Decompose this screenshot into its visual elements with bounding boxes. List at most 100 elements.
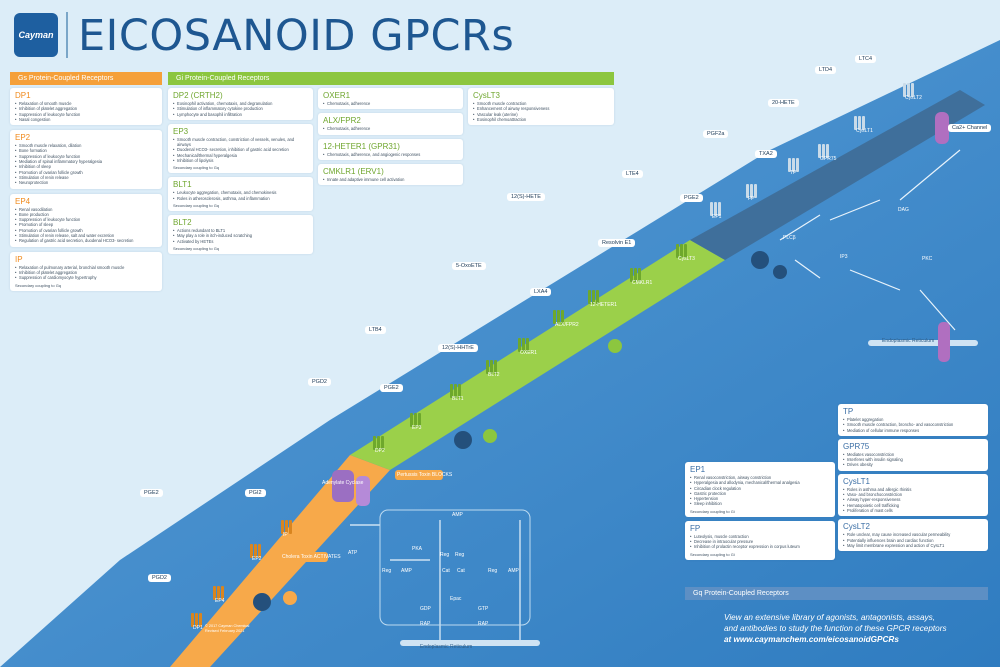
- g-gamma-gs: [283, 591, 297, 605]
- receptor-helix: [199, 613, 202, 627]
- ligand-label: 5-OxoETE: [452, 262, 486, 270]
- receptor-function: Nasal congestion: [15, 117, 157, 123]
- footer-line-2: and antibodies to study the function of …: [724, 624, 947, 633]
- receptor-helix: [381, 436, 384, 450]
- receptor-function: Hypertension: [690, 496, 830, 502]
- receptor-function: Stimulation of renin release, salt and w…: [15, 233, 157, 239]
- footer-link[interactable]: at www.caymanchem.com/eicosanoidGPCRs: [724, 635, 899, 644]
- receptor-helix: [285, 520, 288, 534]
- receptor-helix: [750, 184, 753, 198]
- er-label-right: Endoplasmic Reticulum: [882, 338, 935, 344]
- receptor-helix: [418, 413, 421, 427]
- receptor-helix: [796, 158, 799, 172]
- receptor-function: Inhibition of platelet aggregation: [15, 106, 157, 112]
- receptor-helix: [494, 360, 497, 374]
- receptor-function: Inhibition of prolactin receptor express…: [690, 544, 830, 550]
- ligand-label: PGE2: [380, 384, 403, 392]
- receptor-card: EP1Renal vasoconstriction, airway constr…: [685, 462, 835, 517]
- receptor-function: Inhibition of lipolysis: [173, 158, 308, 164]
- receptor-card-title: CysLT2: [843, 522, 870, 532]
- receptor-card: 12-HETER1 (GPR31)Chemotaxis, adherence, …: [318, 138, 463, 160]
- pka-label: PKA: [412, 546, 423, 552]
- receptor-helix: [526, 338, 529, 352]
- receptor-function: Role unclear, may cause increased vascul…: [843, 532, 983, 538]
- atp-label: ATP: [348, 550, 358, 556]
- receptor-label: OXER1: [520, 350, 537, 356]
- er-channel-glyph: [938, 322, 950, 362]
- receptor-function: Chemotaxis, adherence: [323, 101, 458, 107]
- reg-label-1: Reg: [440, 552, 450, 558]
- signal-arrows: [350, 149, 961, 640]
- adenylate-cyclase-glyph: [332, 470, 354, 502]
- ligand-label: PGE2: [680, 194, 703, 202]
- receptor-card-title: TP: [843, 407, 854, 416]
- receptor-helix: [718, 202, 721, 216]
- receptor-function: Luteolysis, muscle contraction: [690, 534, 830, 540]
- amp-label: AMP: [452, 512, 463, 518]
- g-gamma-gi2: [483, 429, 497, 443]
- g-protein-gi: [454, 431, 472, 449]
- receptor-card: CysLT1Roles in asthma and allergic rhini…: [838, 473, 988, 517]
- receptor-helix: [522, 338, 525, 352]
- ligand-label: 12(S)-HHTrE: [438, 344, 478, 352]
- receptor-function: Promotion of ovarian follicle growth: [15, 228, 157, 234]
- receptor-helix: [289, 520, 292, 534]
- receptor-label: EP3: [412, 425, 422, 431]
- receptor-helix: [373, 436, 376, 450]
- receptor-function: Platelet aggregation: [843, 417, 983, 423]
- receptor-helix: [684, 244, 687, 258]
- receptor-card: CysLT3Smooth muscle contractionEnhanceme…: [468, 88, 614, 126]
- receptor-function: Drives obesity: [843, 462, 983, 468]
- receptor-function: Stimulation of inflammatory cytokine pro…: [173, 106, 308, 112]
- gs-card-list: DP1Relaxation of smooth muscleInhibition…: [10, 88, 162, 296]
- ligand-label: PGD2: [308, 378, 331, 386]
- receptor-helix: [596, 290, 599, 304]
- receptor-label: DP1: [193, 625, 203, 631]
- receptor-function: Regulation of gastric acid secretion, du…: [15, 238, 157, 244]
- receptor-label: ALX/FPR2: [555, 322, 579, 328]
- ligand-label: LXA4: [530, 288, 552, 296]
- gtp-label: GTP: [478, 606, 489, 612]
- receptor-function: Renal vasoconstriction, airway constrict…: [690, 475, 830, 481]
- coupling-note: Secondary coupling to Gq: [15, 282, 62, 288]
- gi-col1: DP2 (CRTH2)Eosinophil activation, chemot…: [168, 88, 313, 258]
- gq-bar: Gq Protein-Coupled Receptors: [685, 587, 988, 600]
- receptor-function: Suppression of leukocyte function: [15, 217, 157, 223]
- receptor-function: Eosinophil chemoattraction: [473, 117, 609, 123]
- receptor-card: TPPlatelet aggregationSmooth muscle cont…: [838, 404, 988, 436]
- receptor-card: EP2Smooth muscle relaxation, dilationBon…: [10, 130, 162, 189]
- receptor-function: Suppression of leukocyte function: [15, 154, 157, 160]
- receptor-function: Inhibition of platelet aggregation: [15, 270, 157, 276]
- ligand-label: LTB4: [365, 326, 386, 334]
- receptor-helix: [250, 544, 253, 558]
- receptor-function: Potentially influences brain and cardiac…: [843, 538, 983, 544]
- receptor-helix: [680, 244, 683, 258]
- receptor-label: CysLT3: [678, 256, 695, 262]
- receptor-function: Mediation of spinal inflammatory hyperal…: [15, 159, 157, 165]
- receptor-card-title: CMKLR1 (ERV1): [323, 166, 384, 176]
- gs-cards: DP1Relaxation of smooth muscleInhibition…: [10, 88, 162, 291]
- receptor-helix: [221, 586, 224, 600]
- receptor-helix: [822, 144, 825, 158]
- ligand-label: PGE2: [140, 489, 163, 497]
- receptor-function: Stimulation of renin release: [15, 175, 157, 181]
- er-label-bottom: Endoplasmic Reticulum: [420, 644, 473, 650]
- receptor-function: Promotion of sleep: [15, 222, 157, 228]
- coupling-note: Secondary coupling to Gi: [690, 551, 735, 557]
- footer-cta: View an extensive library of agonists, a…: [724, 612, 990, 645]
- receptor-function: Activated by HETEs: [173, 239, 308, 245]
- receptor-function: Roles in asthma and allergic rhinitis: [843, 487, 983, 493]
- g-protein-gq: [751, 251, 769, 269]
- receptor-helix: [191, 613, 194, 627]
- receptor-helix: [588, 290, 591, 304]
- gq-col-mid: EP1Renal vasoconstriction, airway constr…: [685, 462, 835, 564]
- receptor-card-title: EP4: [15, 196, 31, 206]
- receptor-helix: [634, 268, 637, 282]
- receptor-function: Promotion of ovarian follicle growth: [15, 170, 157, 176]
- ligand-label: LTD4: [815, 66, 837, 74]
- receptor-label: TP: [790, 170, 797, 176]
- receptor-helix: [454, 384, 457, 398]
- receptor-function: May play a role in itch-induced scratchi…: [173, 233, 308, 239]
- ip3-label: IP3: [840, 254, 848, 260]
- receptor-function: Neuroprotection: [15, 180, 157, 186]
